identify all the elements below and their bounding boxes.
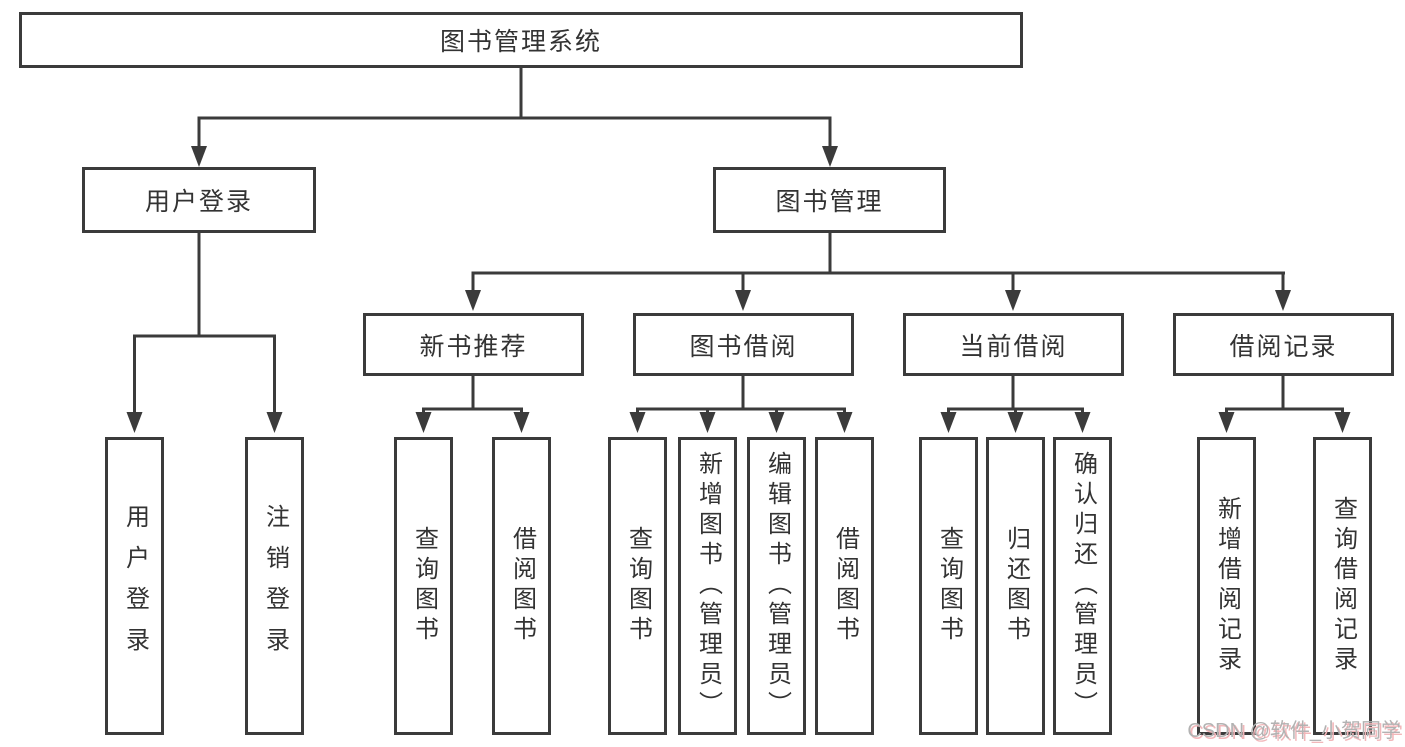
leaf-add-books-admin: 新增图书（管理员） (678, 437, 737, 735)
leaf-label: 归还图书 (1002, 526, 1030, 646)
node-label: 当前借阅 (959, 332, 1068, 361)
leaf-label: 新增图书（管理员） (694, 451, 722, 721)
leaf-return-books: 归还图书 (986, 437, 1045, 735)
leaf-query-books-borrowing: 查询图书 (608, 437, 667, 735)
node-label: 图书管理 (775, 188, 884, 216)
node-label: 图书管理系统 (439, 28, 602, 56)
leaf-query-books-recommendation: 查询图书 (394, 437, 453, 735)
node-borrowing-records: 借阅记录 (1173, 313, 1394, 376)
leaf-confirm-return-admin: 确认归还（管理员） (1053, 437, 1112, 735)
node-label: 用户登录 (144, 188, 253, 216)
leaf-label: 注销登录 (261, 504, 289, 668)
leaf-label: 查询图书 (410, 526, 438, 646)
leaf-label: 借阅图书 (508, 526, 536, 646)
node-label: 借阅记录 (1229, 332, 1338, 361)
leaf-label: 查询图书 (624, 526, 652, 646)
leaf-borrow-books-recommendation: 借阅图书 (492, 437, 551, 735)
leaf-label: 确认归还（管理员） (1069, 451, 1097, 721)
leaf-label: 新增借阅记录 (1213, 496, 1241, 676)
leaf-logout-login: 注销登录 (245, 437, 304, 735)
leaf-label: 借阅图书 (831, 526, 859, 646)
node-book-borrowing: 图书借阅 (633, 313, 854, 376)
leaf-borrow-books-borrowing: 借阅图书 (815, 437, 874, 735)
leaf-label: 查询图书 (935, 526, 963, 646)
node-label: 图书借阅 (689, 332, 798, 361)
leaf-label: 查询借阅记录 (1329, 496, 1357, 676)
watermark-text: CSDN @软件_小贺同学 (1187, 720, 1401, 742)
node-label: 新书推荐 (419, 332, 528, 361)
node-book-management: 图书管理 (713, 167, 946, 233)
leaf-query-borrow-record: 查询借阅记录 (1313, 437, 1372, 735)
node-current-borrowing: 当前借阅 (903, 313, 1124, 376)
node-user-login: 用户登录 (82, 167, 316, 233)
leaf-edit-books-admin: 编辑图书（管理员） (747, 437, 806, 735)
leaf-label: 用户登录 (121, 504, 149, 668)
node-library-management-system: 图书管理系统 (19, 12, 1023, 68)
leaf-label: 编辑图书（管理员） (763, 451, 791, 721)
leaf-query-books-current: 查询图书 (919, 437, 978, 735)
leaf-add-borrow-record: 新增借阅记录 (1197, 437, 1256, 735)
node-new-book-recommendation: 新书推荐 (363, 313, 584, 376)
leaf-user-login: 用户登录 (105, 437, 164, 735)
